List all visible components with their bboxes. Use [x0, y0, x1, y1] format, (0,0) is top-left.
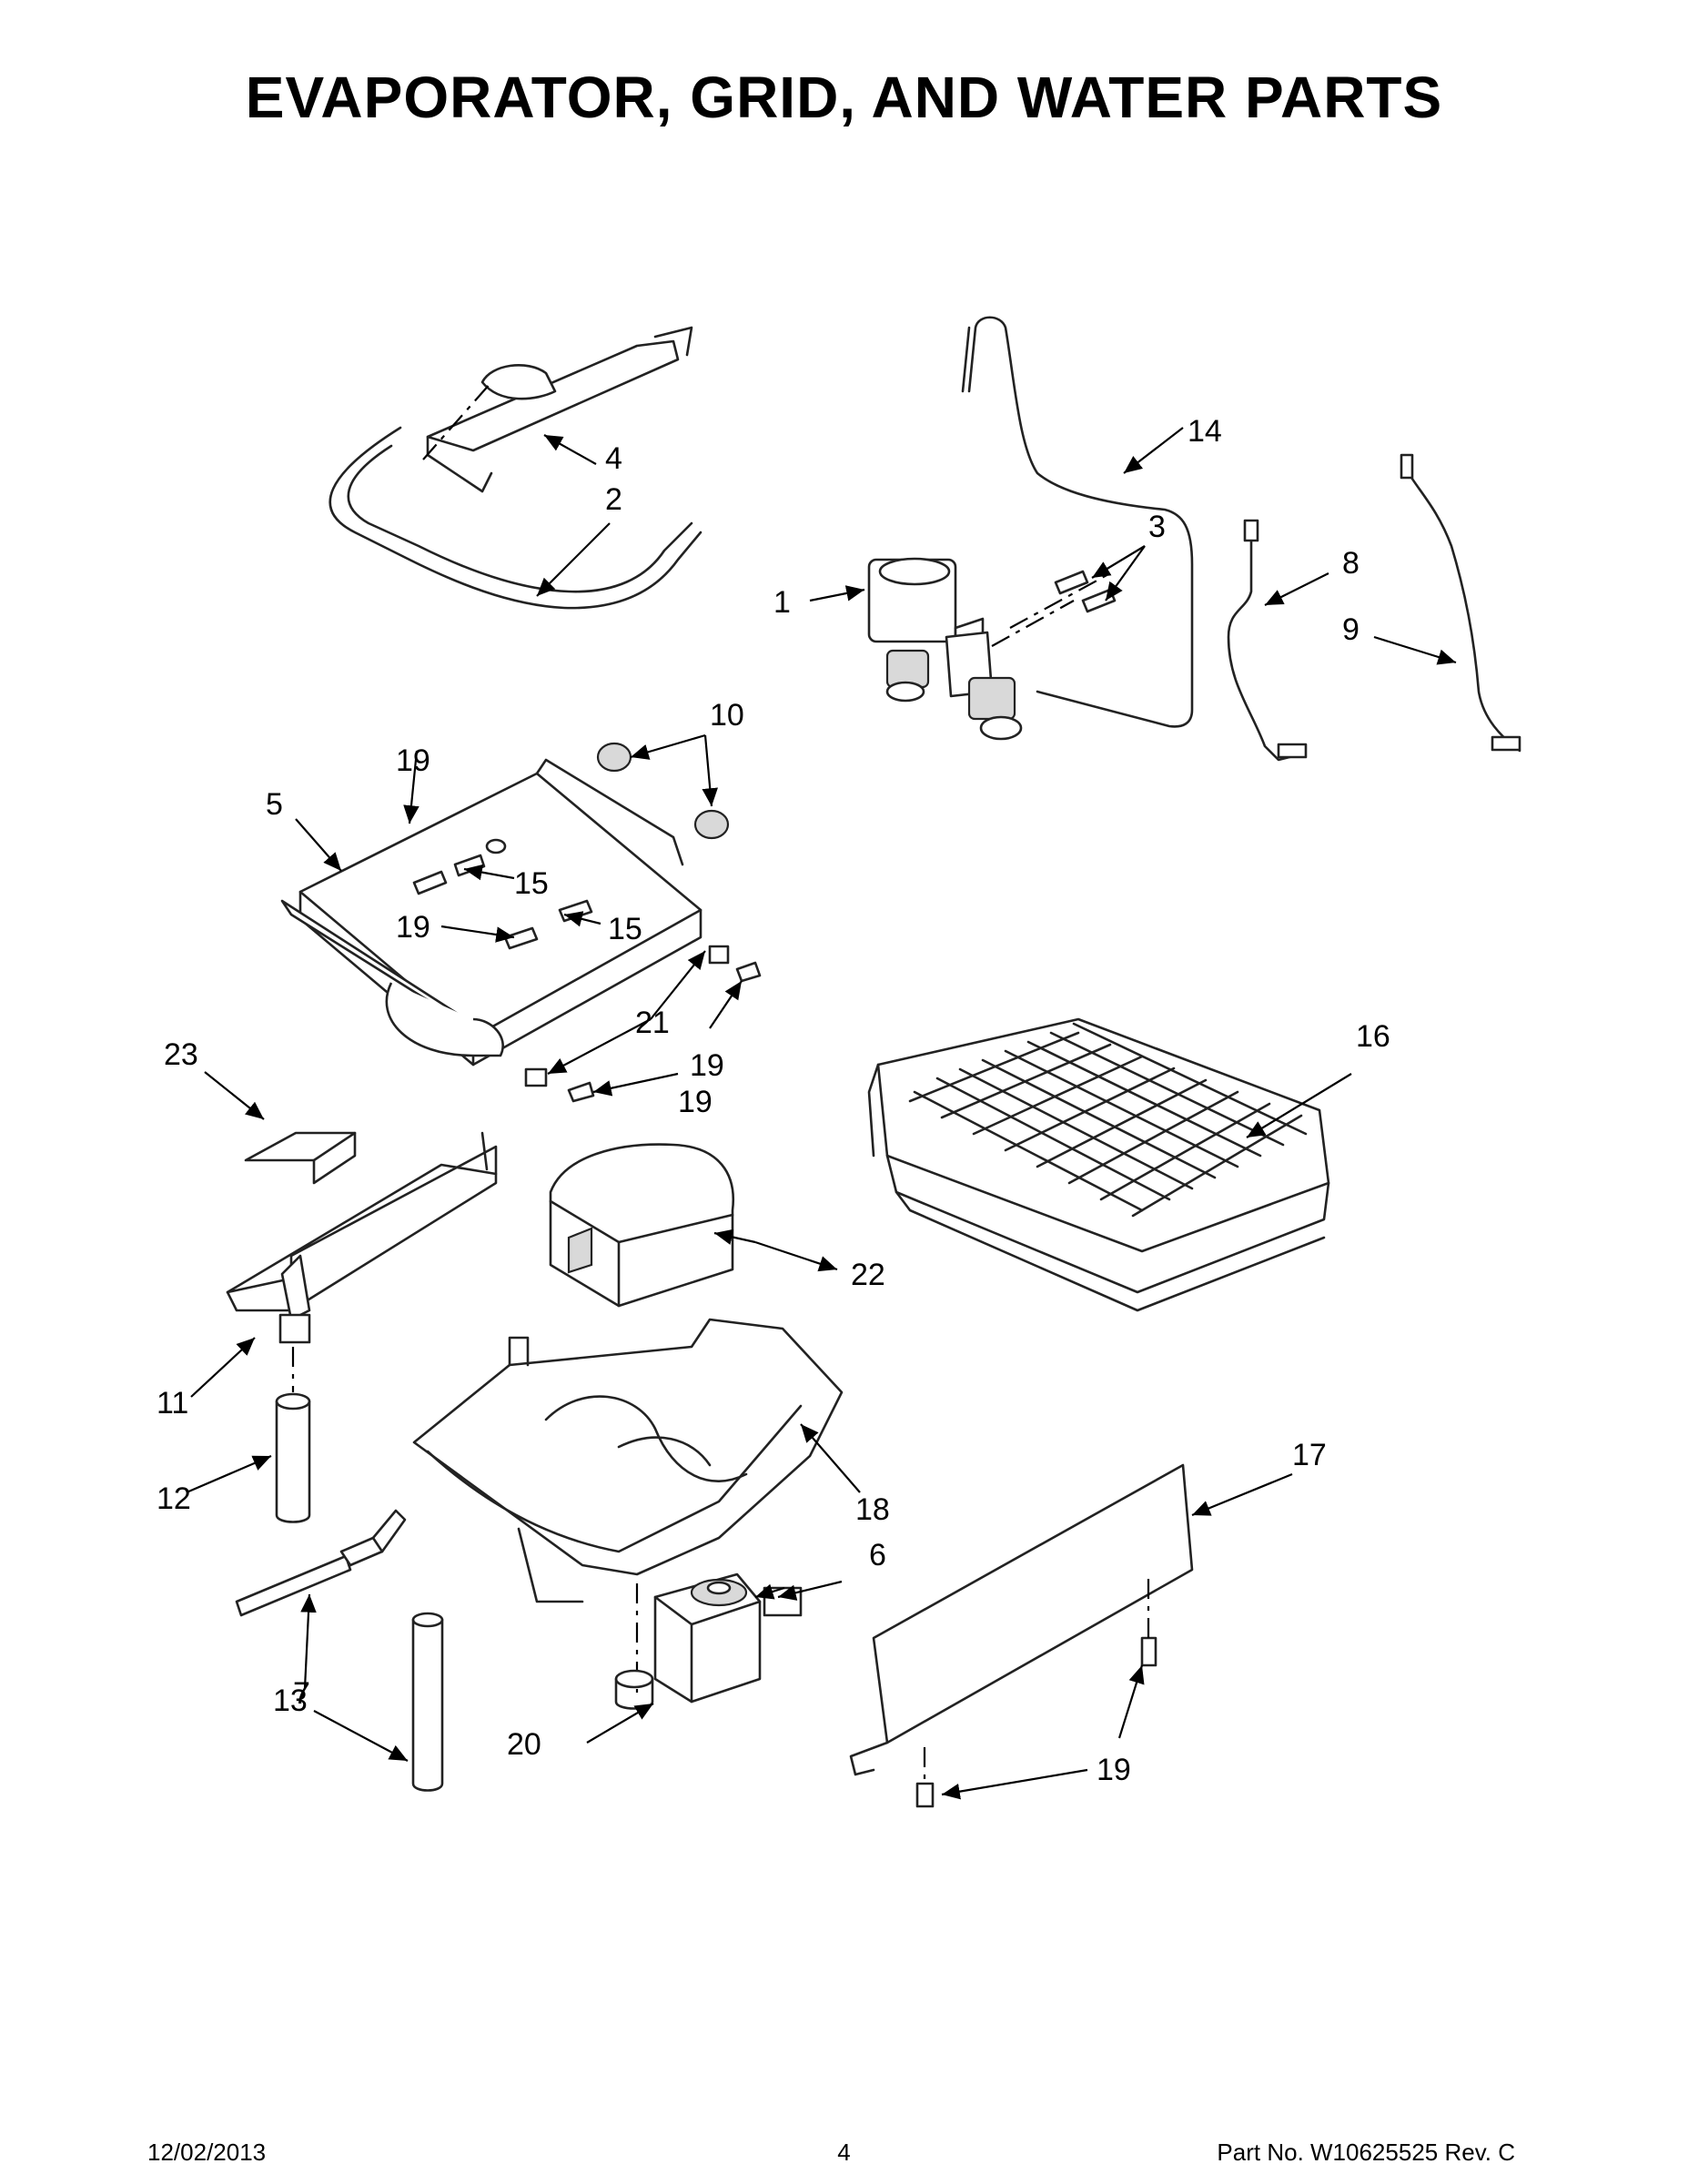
- footer-date: 12/02/2013: [147, 2138, 267, 2166]
- callout-3: 3: [1148, 510, 1166, 544]
- part-7-tube: [235, 1509, 407, 1617]
- callout-20: 20: [507, 1727, 541, 1762]
- part-2-tube: [329, 426, 702, 610]
- part-5-evaporator-housing: [280, 742, 730, 1067]
- part-12-tube: [275, 1347, 311, 1523]
- callout-18: 18: [855, 1492, 890, 1527]
- callout-13: 13: [273, 1684, 308, 1718]
- callout-19d: 19: [1097, 1753, 1131, 1787]
- callout-22: 22: [851, 1258, 885, 1292]
- callout-labels: 1 2 3 4 5 6 7 8 9 10 11 12 13 14 15 15 1…: [157, 414, 1390, 1787]
- callout-5: 5: [266, 787, 283, 822]
- part-18-tray: [412, 1318, 844, 1693]
- callout-1: 1: [773, 585, 791, 620]
- panel-screws: [915, 1579, 1157, 1808]
- callout-15b: 15: [608, 912, 642, 946]
- callout-6: 6: [869, 1538, 886, 1572]
- leader-lines: [186, 427, 1457, 1800]
- part-9-tube: [1400, 453, 1521, 753]
- part-6-motor: [653, 1572, 803, 1704]
- callout-7: 7: [293, 1676, 310, 1711]
- callout-19c: 19: [678, 1085, 713, 1119]
- callout-8: 8: [1342, 546, 1359, 581]
- part-20-gear: [614, 1669, 654, 1710]
- part-8-tube: [1227, 519, 1308, 762]
- part-1-water-valve: [867, 557, 1111, 741]
- callout-12: 12: [157, 1481, 191, 1516]
- callout-9: 9: [1342, 612, 1359, 647]
- footer-part-number: Part No. W10625525 Rev. C: [1217, 2138, 1515, 2166]
- part-11-fill-tray: [226, 1131, 498, 1344]
- part-17-panel: [849, 1463, 1194, 1776]
- callout-4: 4: [605, 441, 622, 476]
- part-23-bracket: [244, 1131, 357, 1185]
- callout-10: 10: [710, 698, 744, 733]
- callout-2: 2: [605, 482, 622, 517]
- footer-page-number: 4: [837, 2138, 851, 2166]
- callout-14: 14: [1188, 414, 1222, 449]
- callout-17: 17: [1292, 1438, 1327, 1472]
- callout-11: 11: [157, 1386, 188, 1421]
- housing-screws: [412, 854, 762, 1103]
- callout-23: 23: [164, 1037, 198, 1072]
- part-22-cover: [549, 1143, 735, 1308]
- part-13-tube: [411, 1612, 444, 1792]
- part-14-tube: [961, 316, 1194, 728]
- part-16-grid: [867, 1017, 1330, 1312]
- callout-15a: 15: [514, 866, 549, 901]
- part-4-bracket: [422, 326, 693, 493]
- callout-19b: 19: [396, 910, 430, 945]
- page-title: EVAPORATOR, GRID, AND WATER PARTS: [245, 65, 1443, 130]
- callout-19e: 19: [690, 1048, 724, 1083]
- callout-19a: 19: [396, 743, 430, 778]
- callout-16: 16: [1356, 1019, 1390, 1054]
- callout-21: 21: [635, 1006, 670, 1040]
